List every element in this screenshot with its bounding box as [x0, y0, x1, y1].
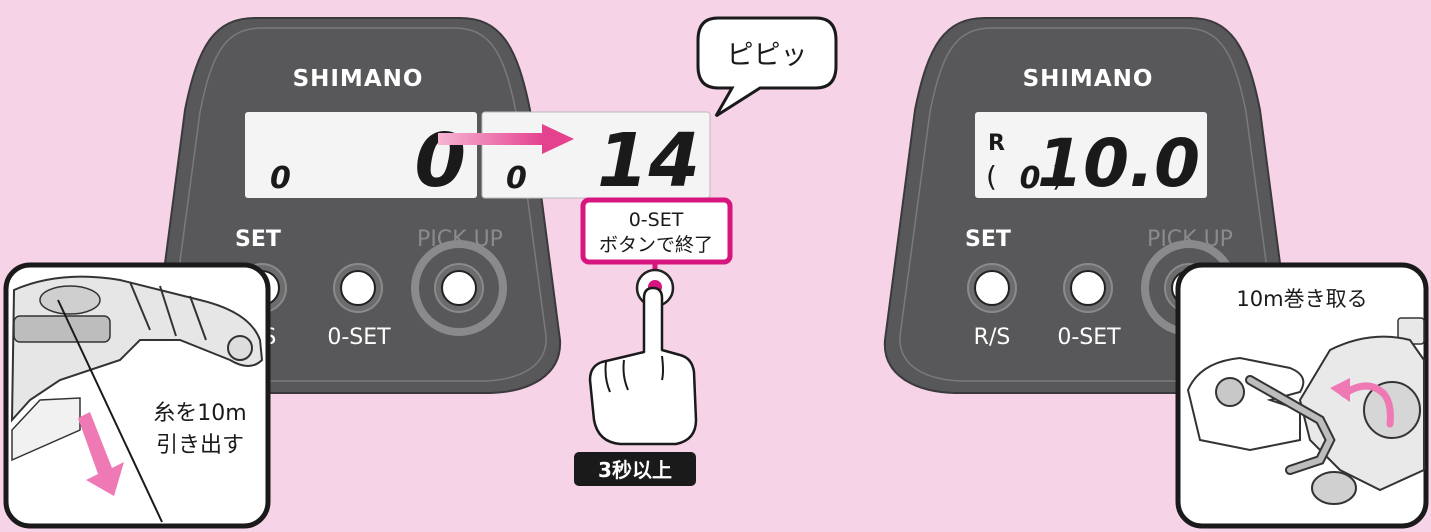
end-instruction-line2: ボタンで終了 [599, 234, 713, 256]
end-instruction-box: 0-SET ボタンで終了 [580, 197, 733, 265]
left-oset-label: 0-SET [327, 325, 391, 350]
middle-display: 0 14 [481, 111, 711, 204]
wind-line-caption: 10m巻き取る [1236, 287, 1367, 311]
pressing-hand-icon [588, 286, 698, 446]
right-lcd-big-digit: 10.0 [1037, 125, 1200, 202]
beep-text: ピピッ [727, 40, 808, 71]
pull-line-text-2: 引き出す [156, 433, 244, 458]
right-lcd-paren-value: 0 [1020, 161, 1041, 196]
left-lcd-screen [245, 112, 477, 198]
right-lcd-r-mark: R [988, 131, 1005, 156]
left-oset-button[interactable] [340, 270, 376, 306]
beep-speech-bubble: ピピッ [696, 16, 838, 118]
svg-text:(: ( [986, 160, 997, 193]
left-pickup-label: PICK UP [417, 227, 503, 252]
wind-line-inset: 10m巻き取る [1175, 262, 1429, 529]
transition-arrow [438, 124, 574, 154]
right-set-label: SET [965, 227, 1011, 252]
left-set-label: SET [235, 227, 281, 252]
right-brand-logo: SHIMANO [1023, 66, 1154, 92]
pull-line-text-1: 糸を10m [153, 401, 246, 426]
end-instruction-line1: 0-SET [629, 209, 684, 231]
right-set-button[interactable] [974, 270, 1010, 306]
right-oset-button[interactable] [1070, 270, 1106, 306]
right-lcd-screen [975, 112, 1207, 198]
left-lcd-small-digit: 0 [270, 161, 291, 196]
hold-time-badge: 3秒以上 [574, 452, 696, 486]
middle-lcd-big-digit: 14 [597, 118, 700, 204]
right-pickup-label: PICK UP [1147, 227, 1233, 252]
pull-line-inset: 糸を10m 引き出す [3, 262, 271, 529]
right-rs-label: R/S [974, 325, 1011, 350]
right-oset-label: 0-SET [1057, 325, 1121, 350]
left-lcd-big-digit: 0 [415, 118, 467, 204]
middle-lcd-small-digit: 0 [506, 161, 527, 196]
left-pickup-button[interactable] [441, 270, 477, 306]
hold-time-text: 3秒以上 [598, 458, 672, 482]
left-brand-logo: SHIMANO [293, 66, 424, 92]
svg-text:): ) [1052, 160, 1063, 193]
